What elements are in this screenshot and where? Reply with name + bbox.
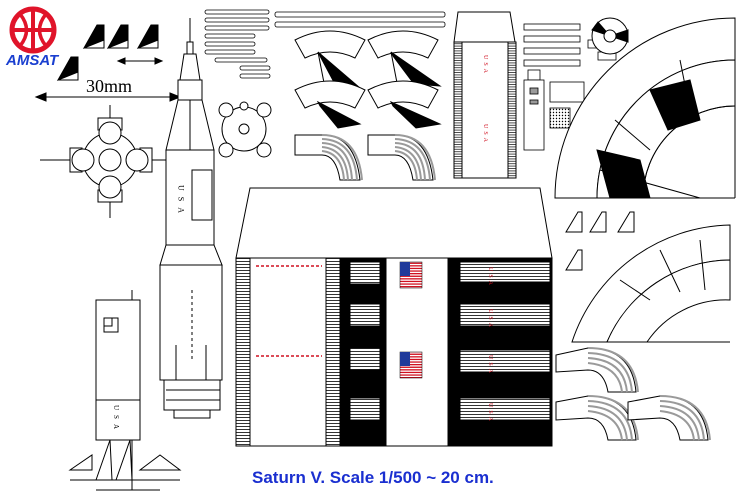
- small-fin-parts-right: [565, 211, 635, 271]
- small-arc-parts: [555, 347, 711, 441]
- dimension-arrow-30mm: [34, 92, 182, 102]
- amsat-globe-icon: [9, 6, 57, 54]
- amsat-logo: [9, 6, 57, 54]
- round-plate-part: [218, 101, 272, 158]
- quarter-ring-lower: [571, 224, 731, 343]
- sheet-caption: Saturn V. Scale 1/500 ~ 20 cm.: [252, 468, 494, 487]
- main-wrap-sheet: [235, 187, 553, 447]
- sheet-usa-label-3: USA: [487, 355, 493, 376]
- engine-cluster-part: [40, 105, 176, 218]
- launch-tower: [68, 290, 182, 491]
- us-flag-1: [399, 261, 423, 289]
- rocket-usa-label: USA: [177, 185, 186, 219]
- panel-usa-label-2: USA: [482, 124, 488, 145]
- fin-parts: [56, 24, 159, 81]
- panel-usa-label-1: USA: [482, 55, 488, 76]
- sheet-usa-label-2: USA: [487, 309, 493, 330]
- amsat-logo-text: AMSAT: [6, 52, 59, 69]
- sheet-usa-label-1: USA: [487, 267, 493, 288]
- gear-part: [591, 17, 629, 55]
- strip-parts: [204, 9, 446, 79]
- quarter-ring-upper: [554, 17, 736, 199]
- vertical-lettering-marks: [256, 265, 322, 357]
- fan-parts: [294, 30, 442, 181]
- sheet-usa-label-4: USA: [487, 403, 493, 424]
- dimension-label: 30mm: [86, 76, 133, 96]
- stage-panel-tall: [453, 11, 517, 179]
- rocket-side-view: [159, 18, 223, 419]
- tower-usa-label: USA: [112, 405, 120, 434]
- small-rect-parts: [523, 23, 617, 151]
- small-dimension-arrow: [116, 57, 164, 65]
- us-flag-2: [399, 351, 423, 379]
